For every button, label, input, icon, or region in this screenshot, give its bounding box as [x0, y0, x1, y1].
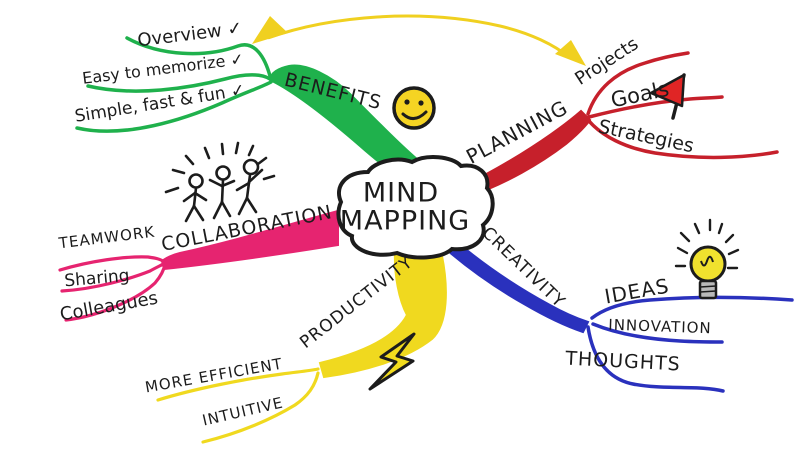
planning-trunk [459, 109, 592, 198]
creativity-line-ideas [590, 295, 794, 320]
lightning-icon [368, 332, 416, 391]
node-label-innovation: INNOVATION [608, 315, 713, 338]
collaboration-line-teamwork [58, 255, 166, 272]
collaboration-branch [58, 209, 339, 322]
planning-line-goals [587, 95, 724, 119]
arrowhead-right [555, 40, 586, 66]
planning-line-strategies [587, 119, 779, 160]
benefits-line-overview [125, 36, 272, 78]
planning-benefits-arrow [252, 14, 586, 66]
collaboration-trunk [160, 209, 339, 271]
productivity-line-intuitive [201, 371, 320, 444]
center-bubble [336, 155, 495, 260]
productivity-trunk [318, 250, 447, 379]
creativity-branch [446, 240, 794, 393]
arrow-curve [267, 14, 571, 60]
flag-icon [649, 73, 686, 120]
benefits-branch [75, 36, 426, 183]
arrowhead-left [252, 16, 288, 44]
planning-branch [459, 51, 779, 198]
stick-figures-icon [164, 141, 276, 223]
center-title-line2: MAPPING [339, 205, 471, 237]
collaboration-line-sharing [60, 261, 167, 293]
benefits-line-simple [75, 80, 273, 133]
collaboration-line-colleagues [64, 262, 167, 322]
center-title-line1: MIND [362, 177, 440, 209]
creativity-trunk [446, 240, 590, 334]
planning-line-projects [586, 51, 690, 116]
creativity-line-innovation [591, 322, 724, 344]
creativity-line-thoughts [586, 325, 725, 393]
benefits-line-easy [86, 73, 272, 93]
lightbulb-icon [674, 218, 740, 300]
productivity-branch [156, 250, 447, 444]
productivity-line-more-efficient [156, 367, 320, 402]
smiley-icon [392, 86, 436, 130]
